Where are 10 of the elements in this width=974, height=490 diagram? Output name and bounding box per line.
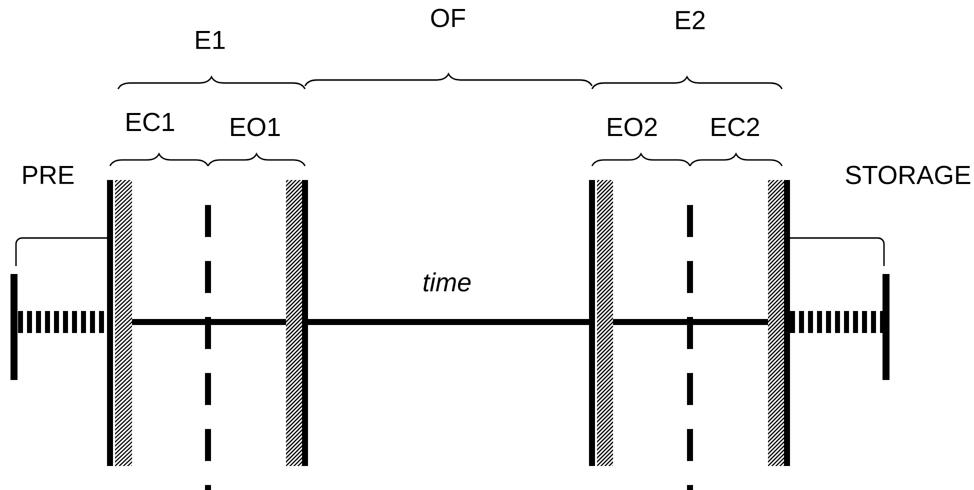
period-label: EC2 — [712, 118, 759, 136]
period-label: EO2 — [608, 118, 657, 136]
axis-label: time — [424, 272, 471, 292]
period-label: PRE — [23, 166, 74, 184]
period-label: EO1 — [231, 118, 280, 136]
period-label: STORAGE — [846, 166, 970, 184]
period-label: E1 — [196, 31, 225, 49]
period-label: E2 — [676, 10, 705, 30]
period-label: OF — [431, 8, 466, 28]
period-label: EC1 — [126, 112, 174, 132]
